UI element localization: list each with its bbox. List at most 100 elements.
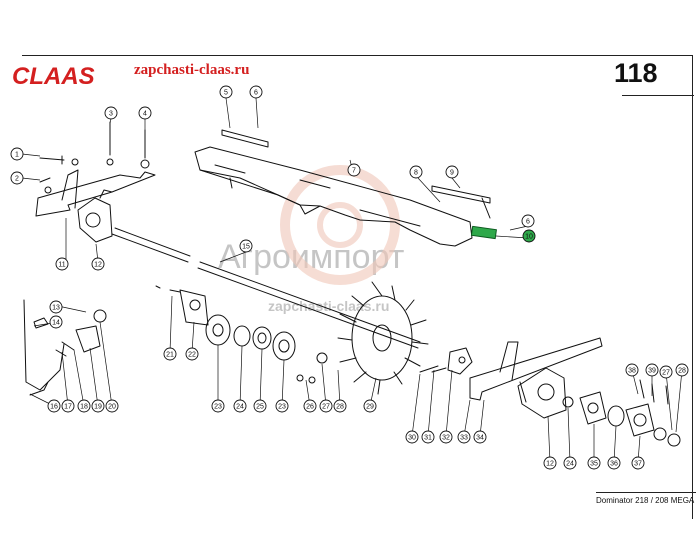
callout-label: 33 xyxy=(460,434,468,441)
callout-33: 33 xyxy=(457,430,471,444)
page-number: 118 xyxy=(614,58,658,88)
callout-label: 24 xyxy=(566,460,574,467)
callout-label: 12 xyxy=(94,261,102,268)
cover-plate-7 xyxy=(194,146,473,247)
callout-16: 16 xyxy=(47,399,61,413)
callout-label: 19 xyxy=(94,403,102,410)
callout-label: 9 xyxy=(450,169,454,176)
fan-wheel-29 xyxy=(337,281,429,395)
callout-label: 37 xyxy=(634,460,642,467)
callout-label: 24 xyxy=(236,403,244,410)
callout-label: 39 xyxy=(648,367,656,374)
callout-23: 23 xyxy=(275,399,289,413)
callout-label: 6 xyxy=(526,218,530,225)
callout-label: 8 xyxy=(414,169,418,176)
callout-label: 13 xyxy=(52,304,60,311)
bracket-11 xyxy=(35,171,156,217)
callout-label: 22 xyxy=(188,351,196,358)
callout-3: 3 xyxy=(104,106,118,120)
callout-label: 23 xyxy=(278,403,286,410)
callout-24: 24 xyxy=(233,399,247,413)
callout-22: 22 xyxy=(185,347,199,361)
callout-26: 26 xyxy=(303,399,317,413)
bracket-32 xyxy=(447,347,473,375)
callout-label: 26 xyxy=(306,403,314,410)
callout-label: 17 xyxy=(64,403,72,410)
callout-4: 4 xyxy=(138,106,152,120)
callout-label: 4 xyxy=(143,110,147,117)
frame-arm-34 xyxy=(469,337,603,401)
footer-caption: Dominator 218 / 208 MEGA xyxy=(596,496,695,505)
callout-6: 6 xyxy=(521,214,535,228)
callout-2: 2 xyxy=(10,171,24,185)
callout-11: 11 xyxy=(55,257,69,271)
callout-label: 5 xyxy=(224,89,228,96)
plate-19 xyxy=(75,325,101,353)
callout-17: 17 xyxy=(61,399,75,413)
callout-label: 6 xyxy=(254,89,258,96)
callout-25: 25 xyxy=(253,399,267,413)
shaft-15 xyxy=(111,227,191,263)
callout-label: 10 xyxy=(525,233,533,240)
bearing-bracket-12-right xyxy=(517,367,567,419)
callout-24: 24 xyxy=(563,456,577,470)
site-link[interactable]: zapchasti-claas.ru xyxy=(134,62,250,78)
callout-27: 27 xyxy=(659,365,673,379)
callout-30: 30 xyxy=(405,430,419,444)
callout-29: 29 xyxy=(363,399,377,413)
callout-label: 1 xyxy=(15,151,19,158)
callout-5: 5 xyxy=(219,85,233,99)
flange-37 xyxy=(625,403,655,437)
callout-label: 7 xyxy=(352,167,356,174)
callout-label: 12 xyxy=(546,460,554,467)
callout-label: 28 xyxy=(678,367,686,374)
callout-label: 25 xyxy=(256,403,264,410)
callout-28: 28 xyxy=(675,363,689,377)
callout-21: 21 xyxy=(163,347,177,361)
callout-9: 9 xyxy=(445,165,459,179)
callout-34: 34 xyxy=(473,430,487,444)
callout-label: 30 xyxy=(408,434,416,441)
callout-label: 16 xyxy=(50,403,58,410)
callout-31: 31 xyxy=(421,430,435,444)
callout-label: 27 xyxy=(662,369,670,376)
callout-label: 2 xyxy=(15,175,19,182)
long-shaft xyxy=(197,261,421,349)
callout-label: 27 xyxy=(322,403,330,410)
callout-10: 10 xyxy=(522,229,536,243)
callout-6: 6 xyxy=(249,85,263,99)
plate-22 xyxy=(179,289,209,326)
callout-label: 32 xyxy=(442,434,450,441)
callout-label: 35 xyxy=(590,460,598,467)
callout-27: 27 xyxy=(319,399,333,413)
bearing-bracket-12 xyxy=(77,197,113,243)
callout-label: 29 xyxy=(366,403,374,410)
callout-38: 38 xyxy=(625,363,639,377)
svg-text:CLAAS: CLAAS xyxy=(12,63,95,88)
callout-8: 8 xyxy=(409,165,423,179)
callout-label: 3 xyxy=(109,110,113,117)
claas-logo: CLAAS xyxy=(12,63,95,88)
callout-label: 14 xyxy=(52,319,60,326)
callout-23: 23 xyxy=(211,399,225,413)
callout-35: 35 xyxy=(587,456,601,470)
callout-label: 23 xyxy=(214,403,222,410)
watermark-gear-icon xyxy=(280,165,400,285)
page-number-rule xyxy=(622,95,694,96)
flange-35 xyxy=(579,391,607,425)
callout-label: 34 xyxy=(476,434,484,441)
callout-14: 14 xyxy=(49,315,63,329)
callout-label: 28 xyxy=(336,403,344,410)
callout-19: 19 xyxy=(91,399,105,413)
part-10-highlight xyxy=(470,225,497,240)
callout-label: 18 xyxy=(80,403,88,410)
strip-5 xyxy=(221,129,269,148)
callout-label: 15 xyxy=(242,243,250,250)
callout-37: 37 xyxy=(631,456,645,470)
callout-36: 36 xyxy=(607,456,621,470)
strip-9 xyxy=(431,185,491,204)
callout-label: 21 xyxy=(166,351,174,358)
footer-rule xyxy=(596,492,696,493)
